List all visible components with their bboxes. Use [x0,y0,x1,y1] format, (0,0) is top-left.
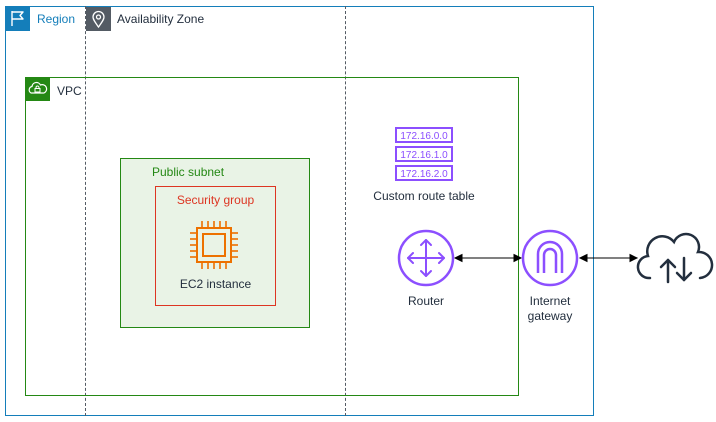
internet-gateway-label-text: Internet gateway [527,294,573,323]
location-pin-icon [86,7,111,31]
gateway-icon [521,229,579,287]
router-label: Router [407,294,445,308]
router-icon [397,229,455,287]
internet-gateway-label: Internet gateway [516,294,584,324]
route-table-icon: 172.16.0.0 172.16.1.0 172.16.2.0 [395,127,453,181]
region-container [5,6,594,416]
region-label: Region [37,12,76,26]
vpc-label: VPC [57,84,82,98]
availability-zone-label: Availability Zone [117,12,205,26]
security-group-container [155,186,276,306]
chip-icon [190,221,238,269]
route-entry-2: 172.16.1.0 [400,150,448,161]
security-group-label: Security group [176,193,255,207]
route-entry-1: 172.16.0.0 [400,131,448,142]
vpc-container [25,77,519,396]
route-entry-3: 172.16.2.0 [400,169,448,180]
availability-zone-boundary-left [85,6,86,416]
cloud-upload-download-icon [636,232,714,284]
route-table-label: Custom route table [373,189,475,203]
public-subnet-label: Public subnet [152,165,225,179]
availability-zone-boundary-right [345,6,346,416]
ec2-instance-label: EC2 instance [179,277,252,291]
flag-icon [5,6,30,31]
cloud-lock-icon [25,77,50,101]
